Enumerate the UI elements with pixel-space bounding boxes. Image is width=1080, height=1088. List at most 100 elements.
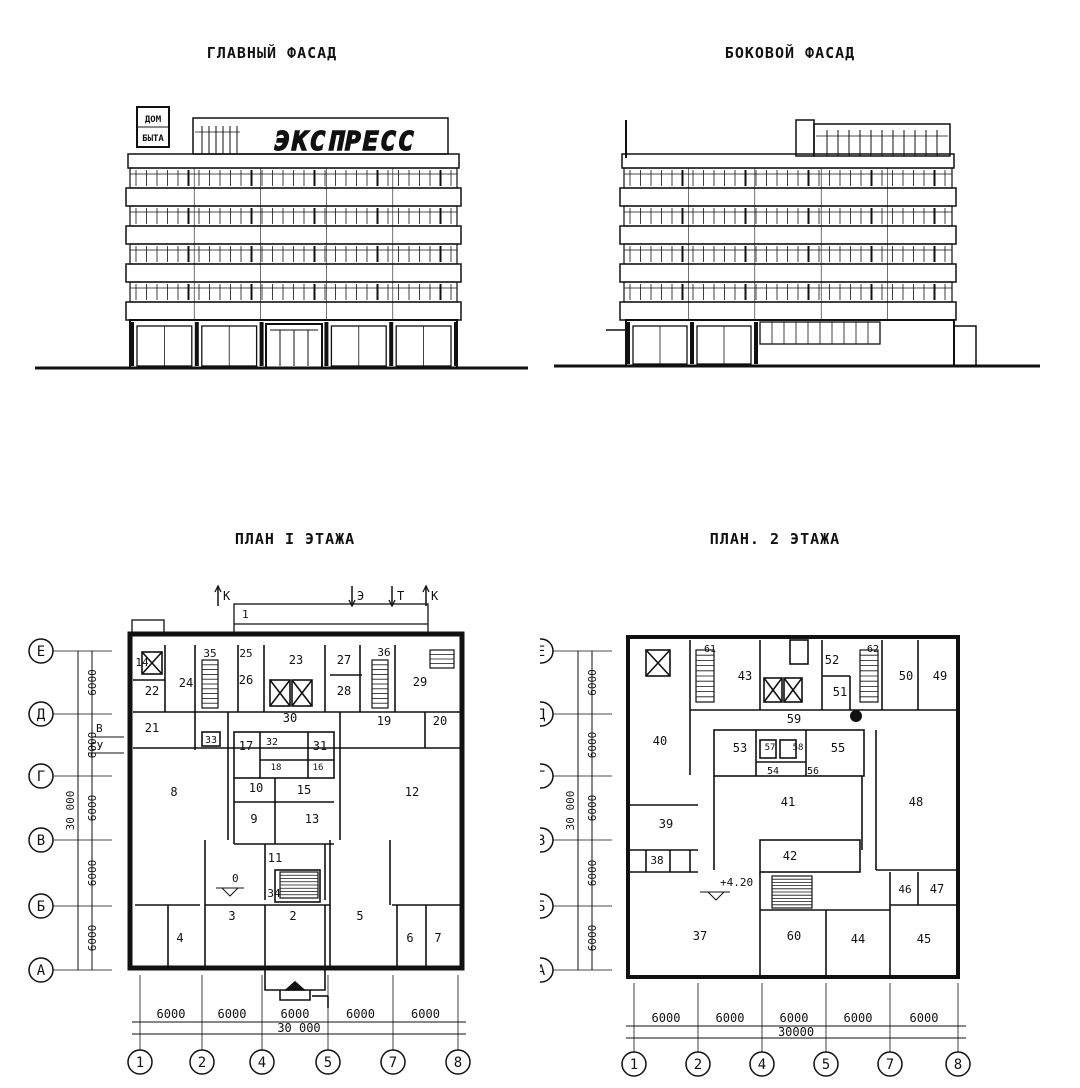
plan1-room-26: 26 bbox=[239, 673, 253, 687]
svg-text:Г: Г bbox=[37, 769, 45, 785]
dim-bay-horizontal: 6000 bbox=[218, 1007, 247, 1021]
plan1-room-12: 12 bbox=[405, 785, 419, 799]
plan1-room-31: 31 bbox=[313, 739, 327, 753]
svg-text:2: 2 bbox=[694, 1057, 702, 1073]
svg-text:5: 5 bbox=[324, 1055, 332, 1071]
svg-text:А: А bbox=[540, 963, 546, 979]
plan2-room-51: 51 bbox=[833, 685, 847, 699]
plan1-room-20: 20 bbox=[433, 714, 447, 728]
plan2-room-48: 48 bbox=[909, 795, 923, 809]
svg-text:Б: Б bbox=[37, 899, 45, 915]
dim-bay-vertical: 6000 bbox=[586, 860, 599, 887]
axis-row-3: Г bbox=[28, 763, 112, 789]
plan2-room-57: 57 bbox=[765, 743, 776, 753]
plan2-room-44: 44 bbox=[851, 932, 865, 946]
dim-bay-vertical: 6000 bbox=[86, 860, 99, 887]
entrance-mark: Т bbox=[388, 586, 404, 608]
plan1-room-10: 10 bbox=[249, 781, 263, 795]
svg-text:4: 4 bbox=[258, 1055, 266, 1071]
dim-total-vertical: 30 000 bbox=[64, 791, 77, 831]
dim-total-vertical: 30 000 bbox=[564, 791, 577, 831]
plan1-room-35: 35 bbox=[203, 647, 216, 660]
entrance-mark: К bbox=[214, 584, 231, 606]
plan1-room-22: 22 bbox=[145, 684, 159, 698]
svg-text:5: 5 bbox=[822, 1057, 830, 1073]
dim-bay-vertical: 6000 bbox=[86, 795, 99, 822]
byta-label: БЫТА bbox=[142, 134, 164, 144]
plan1-partitions bbox=[133, 645, 460, 968]
plan2-room-60: 60 bbox=[787, 929, 801, 943]
plan2-title: ПЛАН. 2 ЭТАЖА bbox=[709, 530, 841, 548]
svg-text:К: К bbox=[223, 589, 231, 603]
svg-text:Б: Б bbox=[540, 899, 545, 915]
plan1-title: ПЛАН I ЭТАЖА bbox=[234, 530, 356, 548]
svg-text:4: 4 bbox=[758, 1057, 766, 1073]
dim-bay-vertical: 6000 bbox=[586, 732, 599, 759]
svg-text:8: 8 bbox=[454, 1055, 462, 1071]
plan1-room-14: 14 bbox=[135, 656, 149, 669]
plan1-room-9: 9 bbox=[250, 812, 257, 826]
axis-col-8: 8 bbox=[945, 983, 971, 1077]
side-facade bbox=[554, 119, 1040, 368]
plan2-room-62: 62 bbox=[867, 644, 879, 655]
plan1-vestibule bbox=[264, 968, 329, 1008]
plan1-room-4: 4 bbox=[176, 931, 183, 945]
axis-col-8: 8 bbox=[445, 975, 471, 1075]
plan2-outer-wall bbox=[626, 635, 960, 979]
plan1-room-23: 23 bbox=[289, 653, 303, 667]
plan1-room-27: 27 bbox=[337, 653, 351, 667]
plan2-column-marker bbox=[850, 710, 862, 722]
plan1-room-34: 34 bbox=[267, 887, 281, 900]
plan1-side-marks: ВСУ bbox=[88, 722, 124, 754]
plan1-room-6: 6 bbox=[406, 931, 413, 945]
plan1-room-29: 29 bbox=[413, 675, 427, 689]
svg-text:1: 1 bbox=[630, 1057, 638, 1073]
plan1-room-36: 36 bbox=[377, 646, 390, 659]
svg-text:1: 1 bbox=[136, 1055, 144, 1071]
plan1-room-33: 33 bbox=[205, 735, 217, 746]
axis-col-2: 2 bbox=[685, 983, 711, 1077]
plan1-room-17: 17 bbox=[239, 739, 253, 753]
axis-col-5: 5 bbox=[813, 983, 839, 1077]
axis-row-2: Д bbox=[540, 701, 612, 727]
entrance-mark: К bbox=[422, 584, 439, 606]
plan1-room-13: 13 bbox=[305, 812, 319, 826]
plan2-room-61: 61 bbox=[704, 644, 716, 655]
plan1-room-11: 11 bbox=[268, 851, 282, 865]
dom-label: ДОМ bbox=[145, 115, 162, 125]
svg-text:+4.20: +4.20 bbox=[720, 876, 753, 889]
plan2-room-38: 38 bbox=[650, 854, 663, 867]
plan2-room-46: 46 bbox=[898, 883, 911, 896]
axis-row-1: Е bbox=[540, 638, 612, 664]
svg-text:А: А bbox=[37, 963, 46, 979]
plan2-room-49: 49 bbox=[933, 669, 947, 683]
plan2-level-mark: +4.20 bbox=[700, 876, 753, 901]
plan1-room-24: 24 bbox=[179, 676, 193, 690]
svg-text:0: 0 bbox=[232, 872, 239, 885]
side-mark-v: В bbox=[96, 722, 103, 735]
dim-bay-horizontal: 6000 bbox=[281, 1007, 310, 1021]
axis-row-4: В bbox=[540, 827, 612, 853]
plan1-room-2: 2 bbox=[289, 909, 296, 923]
dim-bay-vertical: 6000 bbox=[86, 925, 99, 952]
dim-bay-horizontal: 6000 bbox=[780, 1011, 809, 1025]
facade-floors bbox=[125, 167, 462, 321]
plan1-room-21: 21 bbox=[145, 721, 159, 735]
roof-pavilion-glazing bbox=[195, 126, 240, 154]
plan2-partitions bbox=[628, 639, 958, 977]
plan1-room-5: 5 bbox=[356, 909, 363, 923]
main-facade-title: ГЛАВНЫЙ ФАСАД bbox=[206, 44, 338, 62]
plan2-room-58: 58 bbox=[793, 743, 804, 753]
plan2-room-39: 39 bbox=[659, 817, 673, 831]
dim-bay-vertical: 6000 bbox=[586, 669, 599, 696]
axis-row-5: Б bbox=[28, 893, 112, 919]
dim-bay-horizontal: 6000 bbox=[844, 1011, 873, 1025]
dim-bay-vertical: 6000 bbox=[86, 669, 99, 696]
axis-col-1: 1 bbox=[621, 983, 647, 1077]
facade-floors bbox=[619, 167, 957, 321]
dim-bay-horizontal: 6000 bbox=[157, 1007, 186, 1021]
